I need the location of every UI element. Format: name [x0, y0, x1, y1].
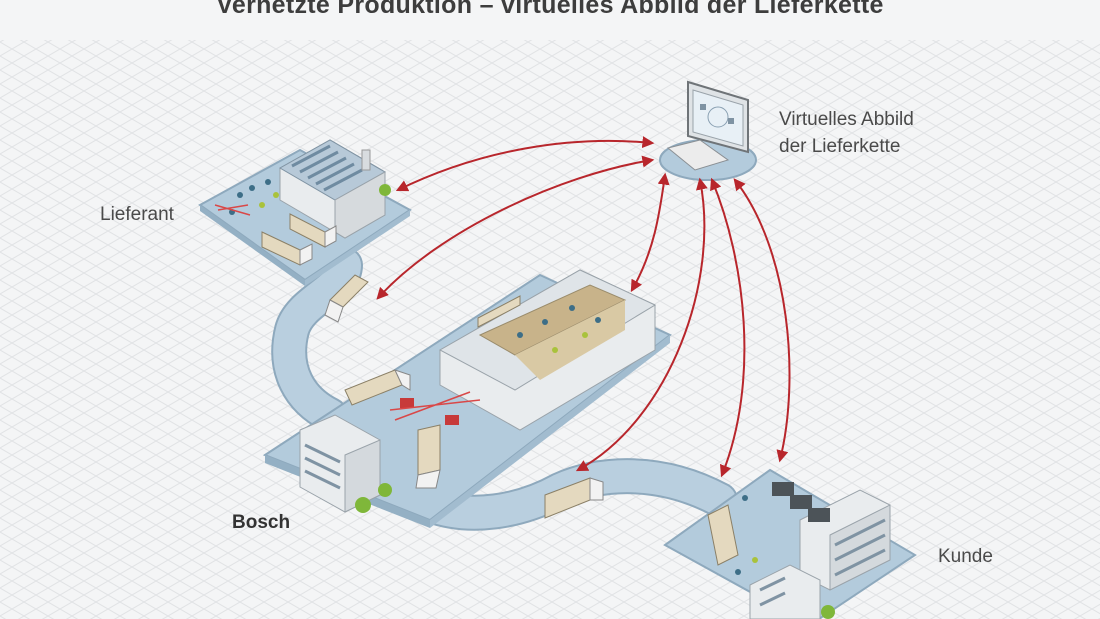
arrow-customer-virtual	[733, 178, 791, 463]
diagram-title: Vernetzte Produktion – virtuelles Abbild…	[216, 0, 884, 19]
supplier-site	[198, 139, 412, 286]
bosch-truck-2	[415, 424, 441, 489]
arrow-road-virtual	[376, 155, 655, 300]
arrow-road2-virtual	[575, 177, 708, 472]
road-truck-2	[544, 477, 604, 519]
label-virtual-line1: Virtuelles Abbild	[779, 109, 914, 130]
label-virtual-supply-chain: Virtuelles Abbild der Lieferkette	[779, 106, 914, 160]
label-customer: Kunde	[938, 546, 993, 567]
data-flow-arrows	[376, 136, 791, 478]
customer-site	[663, 468, 917, 619]
supplier-truck-1	[261, 231, 313, 266]
label-virtual-line2: der Lieferkette	[779, 136, 901, 157]
customer-truck	[707, 504, 739, 566]
label-bosch: Bosch	[232, 512, 291, 533]
supplier-truck-2	[289, 213, 337, 248]
virtual-site	[659, 80, 757, 181]
road-truck-1	[324, 274, 369, 323]
label-supplier: Lieferant	[100, 204, 174, 225]
bosch-truck-1	[344, 369, 411, 406]
